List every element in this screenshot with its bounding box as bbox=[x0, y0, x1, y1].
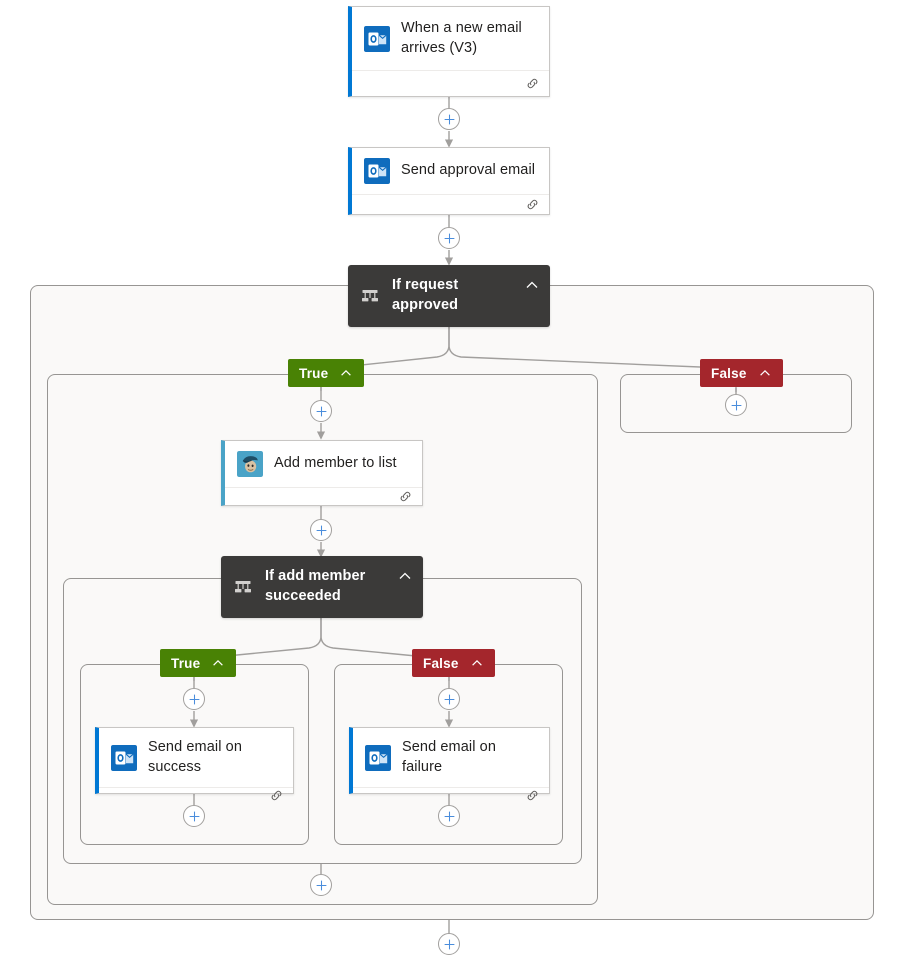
card-footer bbox=[353, 787, 549, 803]
card-body[interactable]: Add member to list bbox=[225, 441, 422, 487]
chevron-up-icon[interactable] bbox=[211, 656, 225, 670]
add-step-button-inner-true-top[interactable] bbox=[183, 688, 205, 710]
plus-icon bbox=[444, 811, 454, 821]
card-title: Send email on failure bbox=[402, 739, 496, 775]
add-step-button-inner-true-bottom[interactable] bbox=[183, 805, 205, 827]
plus-icon bbox=[316, 880, 326, 890]
card-body[interactable]: Send email on success bbox=[99, 728, 293, 787]
condition-card-if-request-approved[interactable]: If request approved bbox=[348, 265, 550, 327]
add-step-button-outer-false[interactable] bbox=[725, 394, 747, 416]
link-icon[interactable] bbox=[269, 788, 284, 803]
condition-title: If request approved bbox=[392, 277, 459, 313]
link-icon[interactable] bbox=[525, 197, 540, 212]
plus-icon bbox=[444, 694, 454, 704]
branch-label: True bbox=[171, 655, 201, 671]
card-title: When a new email arrives (V3) bbox=[401, 19, 522, 56]
card-footer bbox=[352, 70, 549, 96]
branch-pill-inner-true[interactable]: True bbox=[160, 649, 237, 677]
outlook-icon bbox=[365, 744, 391, 771]
condition-icon bbox=[362, 290, 378, 302]
card-footer bbox=[225, 487, 422, 505]
add-step-button-flow-end[interactable] bbox=[438, 933, 460, 955]
flow-card-send-approval-email[interactable]: Send approval email bbox=[348, 147, 550, 215]
branch-label: False bbox=[711, 365, 747, 381]
card-title: Send email on success bbox=[148, 739, 242, 775]
plus-icon bbox=[444, 233, 454, 243]
chevron-up-icon[interactable] bbox=[758, 366, 772, 380]
add-step-button-inner-false-top[interactable] bbox=[438, 688, 460, 710]
card-body[interactable]: Send email on failure bbox=[353, 728, 549, 787]
plus-icon bbox=[444, 114, 454, 124]
link-icon[interactable] bbox=[525, 788, 540, 803]
link-icon[interactable] bbox=[398, 489, 413, 504]
condition-title: If add member succeeded bbox=[265, 568, 366, 604]
chevron-up-icon[interactable] bbox=[397, 568, 413, 584]
branch-pill-inner-false[interactable]: False bbox=[412, 649, 495, 677]
condition-icon bbox=[235, 581, 251, 593]
flow-card-send-email-on-failure[interactable]: Send email on failure bbox=[349, 727, 550, 801]
card-title: Add member to list bbox=[274, 455, 397, 472]
card-title: Send approval email bbox=[401, 162, 536, 179]
mailchimp-icon bbox=[237, 451, 263, 477]
outlook-icon bbox=[111, 744, 137, 771]
branch-label: False bbox=[423, 655, 459, 671]
card-body[interactable]: When a new email arrives (V3) bbox=[352, 7, 549, 70]
outlook-icon bbox=[364, 25, 390, 52]
plus-icon bbox=[189, 694, 199, 704]
branch-pill-outer-false[interactable]: False bbox=[700, 359, 783, 387]
condition-card-if-add-member-succeeded[interactable]: If add member succeeded bbox=[221, 556, 423, 618]
flow-card-send-email-on-success[interactable]: Send email on success bbox=[95, 727, 294, 801]
card-body[interactable]: Send approval email bbox=[352, 148, 549, 194]
add-step-button-outer-true[interactable] bbox=[310, 400, 332, 422]
plus-icon bbox=[316, 525, 326, 535]
card-footer bbox=[99, 787, 293, 803]
branch-label: True bbox=[299, 365, 329, 381]
add-step-button-before-condition[interactable] bbox=[438, 227, 460, 249]
add-step-button-inner-false-bottom[interactable] bbox=[438, 805, 460, 827]
branch-pill-outer-true[interactable]: True bbox=[288, 359, 365, 387]
plus-icon bbox=[731, 400, 741, 410]
add-step-button-after-trigger[interactable] bbox=[438, 108, 460, 130]
plus-icon bbox=[444, 939, 454, 949]
chevron-up-icon[interactable] bbox=[339, 366, 353, 380]
chevron-up-icon[interactable] bbox=[524, 277, 540, 293]
flow-card-trigger[interactable]: When a new email arrives (V3) bbox=[348, 6, 550, 97]
plus-icon bbox=[316, 406, 326, 416]
chevron-up-icon[interactable] bbox=[470, 656, 484, 670]
outlook-icon bbox=[364, 158, 390, 184]
card-footer bbox=[352, 194, 549, 214]
link-icon[interactable] bbox=[525, 76, 540, 91]
add-step-button-before-inner-condition[interactable] bbox=[310, 519, 332, 541]
flow-card-add-member-to-list[interactable]: Add member to list bbox=[221, 440, 423, 506]
add-step-button-outer-true-bottom[interactable] bbox=[310, 874, 332, 896]
plus-icon bbox=[189, 811, 199, 821]
